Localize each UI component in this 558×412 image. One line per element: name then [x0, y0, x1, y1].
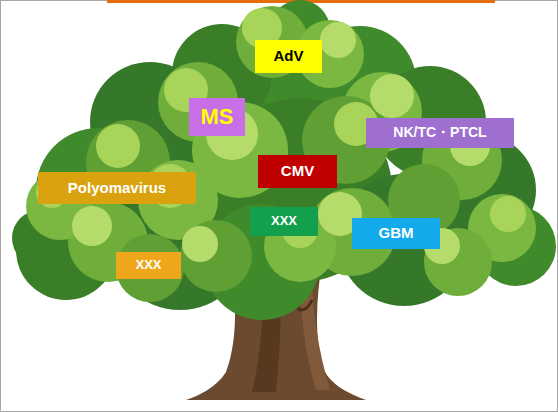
- tree-crown: [12, 0, 556, 320]
- tag-text: XXX: [271, 214, 297, 228]
- virus-tag: AdV: [255, 40, 322, 73]
- leaf-cluster: [96, 124, 140, 168]
- tag-text: MS: [201, 105, 234, 129]
- tag-text: CMV: [281, 163, 314, 180]
- leaf-cluster: [490, 196, 526, 232]
- disease-tag: GBM: [352, 218, 440, 249]
- disease-tag: NK/TC・PTCL: [366, 118, 514, 148]
- virus-tag: CMV: [258, 155, 337, 188]
- tag-text: XXX: [135, 258, 161, 272]
- placeholder-tag: XXX: [116, 252, 181, 279]
- leaf-cluster: [370, 74, 414, 118]
- tag-text: AdV: [274, 48, 304, 65]
- leaf-cluster: [320, 22, 356, 58]
- placeholder-tag: XXX: [250, 207, 318, 236]
- leaf-cluster: [180, 220, 252, 292]
- tag-text: Polyomavirus: [68, 180, 166, 197]
- tag-text: GBM: [379, 225, 414, 242]
- leaf-cluster: [72, 206, 112, 246]
- disease-tag: MS: [189, 98, 245, 136]
- leaf-cluster: [182, 226, 218, 262]
- leaf-cluster: [116, 234, 184, 302]
- tag-text: NK/TC・PTCL: [393, 125, 486, 140]
- virus-tag: Polyomavirus: [38, 172, 196, 204]
